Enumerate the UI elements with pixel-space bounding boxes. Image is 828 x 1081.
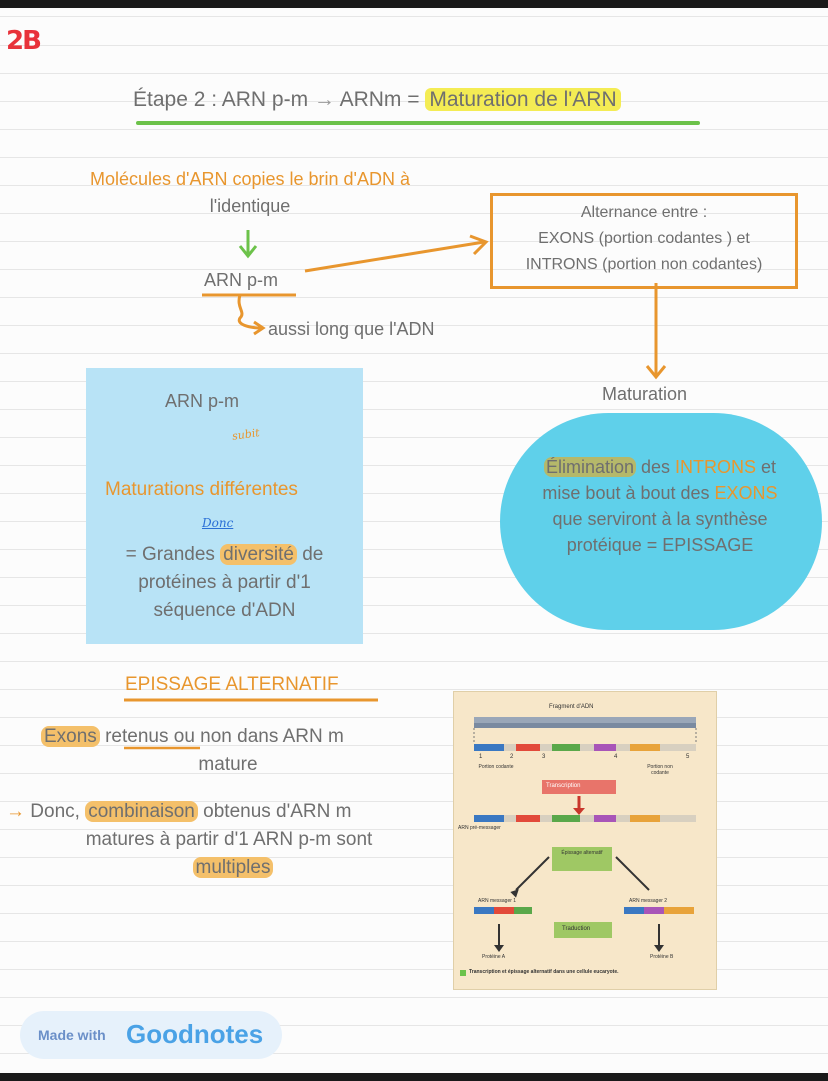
box-down-arrow bbox=[645, 283, 667, 380]
arn-pm-label: ARN p-m bbox=[204, 270, 279, 290]
fig-portion-non-codante: Portion non codante bbox=[647, 764, 673, 776]
blue-arn-pm: ARN p-m bbox=[165, 391, 240, 411]
fig-portion-codante: Portion codante bbox=[478, 764, 514, 770]
goodnotes-logo: Goodnotes bbox=[126, 1019, 264, 1049]
fig-traduction: Traduction bbox=[562, 926, 591, 932]
maturations-text: Maturations différentes bbox=[105, 479, 298, 500]
fig-arn-pre: ARN pré-messager bbox=[458, 825, 501, 831]
fig-epissage-alt: Épissage alternatif bbox=[561, 850, 603, 856]
fig-proteine-b: Protéine B bbox=[650, 954, 674, 960]
figure-drawing bbox=[460, 717, 697, 976]
notebook-page: 2B Étape 2 : ARN p-m → ARNm = Maturation… bbox=[0, 8, 828, 1073]
fig-number-5: 5 bbox=[686, 754, 690, 760]
donc-handwritten: Donc bbox=[202, 516, 234, 530]
goodnotes-badge[interactable]: Made with Goodnotes bbox=[20, 1011, 282, 1059]
alternance-box: Alternance entre : EXONS (portion codant… bbox=[490, 193, 798, 289]
donc-combinaison-text: → Donc, combinaison obtenus d'ARN m matu… bbox=[6, 801, 373, 878]
maturation-label: Maturation bbox=[602, 384, 688, 404]
epissage-heading: EPISSAGE ALTERNATIF bbox=[125, 674, 339, 695]
fig-fragment-label: Fragment d'ADN bbox=[549, 704, 594, 710]
fig-caption: Transcription et épissage alternatif dan… bbox=[469, 969, 619, 975]
fig-number-1: 1 bbox=[479, 754, 483, 760]
diversite-text: = Grandes diversité de protéines à parti… bbox=[125, 544, 324, 621]
aussi-long-text: aussi long que l'ADN bbox=[268, 319, 435, 339]
orange-curl-arrow bbox=[237, 294, 266, 336]
fig-number-3: 3 bbox=[542, 754, 546, 760]
page-title: Étape 2 : ARN p-m → ARNm = Maturation de… bbox=[133, 88, 621, 112]
fig-transcription: Transcription bbox=[546, 783, 581, 789]
ellipse-text: Élimination des INTRONS et mise bout à b… bbox=[542, 457, 778, 555]
alternative-splicing-figure: Fragment d'ADN 1 2 3 4 5 Portion codante… bbox=[453, 691, 717, 990]
fig-number-2: 2 bbox=[510, 754, 514, 760]
epissage-ellipse bbox=[500, 413, 822, 630]
made-with-label: Made with bbox=[38, 1027, 106, 1043]
blue-note-square bbox=[86, 368, 363, 644]
intro-text: Molécules d'ARN copies le brin d'ADN à l… bbox=[89, 169, 410, 216]
orange-arrow-to-box bbox=[304, 234, 489, 273]
green-down-arrow bbox=[238, 230, 258, 259]
page-marker: 2B bbox=[6, 26, 42, 56]
title-underline bbox=[136, 121, 700, 125]
fig-arn-m2: ARN messager 2 bbox=[629, 898, 668, 904]
exons-retenus-text: Exons retenus ou non dans ARN m mature bbox=[38, 723, 428, 779]
fig-arn-m1: ARN messager 1 bbox=[478, 898, 517, 904]
fig-proteine-a: Protéine A bbox=[482, 954, 506, 960]
fig-number-4: 4 bbox=[614, 754, 618, 760]
